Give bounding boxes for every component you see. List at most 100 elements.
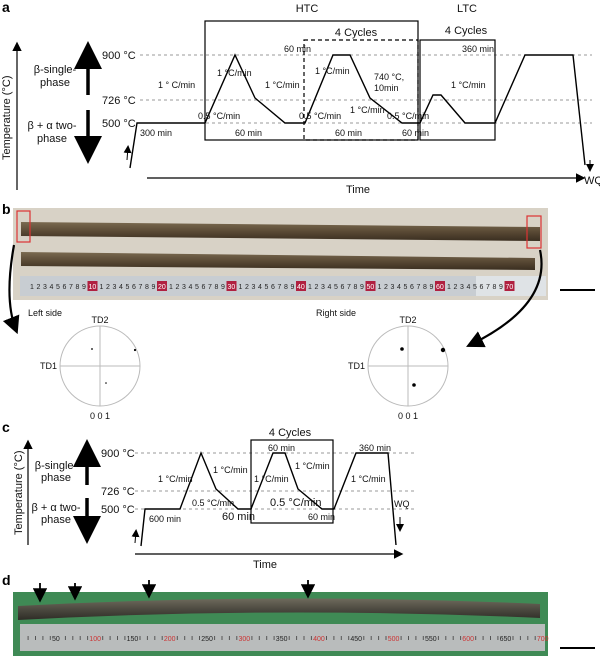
tape-digit: 8 [76,284,80,291]
pole-figure-left: TD2 TD1 0 0 1 [40,315,141,421]
pole-point [400,347,404,351]
panel-label-a: a [2,0,10,15]
td2-label: TD2 [399,315,416,325]
label-rate: 1 °C/min [351,474,386,484]
tape-major-number: 40 [297,284,305,291]
ltc-box [419,39,496,141]
tape-digit: 3 [391,284,395,291]
temp-900: 900 °C [101,448,135,460]
heating-arrow [123,145,132,161]
label-360min: 360 min [462,44,494,54]
tape-digit: 6 [341,284,345,291]
steel-ruler [20,624,545,651]
label-60min: 60 min [268,443,295,453]
pole-point [412,383,416,387]
tape-digit: 2 [454,284,458,291]
tape-digit: 3 [113,284,117,291]
label-rate: 1 °C/min [254,474,289,484]
tape-digit: 3 [252,284,256,291]
tape-digit: 5 [56,284,60,291]
panel-a: a Temperature (°C) β-single- phase β + α… [1,0,600,196]
label-rate: 0.5 °C/min [387,111,429,121]
tape-digit: 5 [404,284,408,291]
pole-point [440,347,446,353]
tape-digit: 2 [106,284,110,291]
beta-single-label-2: phase [41,472,71,484]
tape-digit: 4 [397,284,401,291]
temp-726: 726 °C [102,95,136,107]
label-rate: 0.5 °C/min [198,111,240,121]
tape-major-number: 10 [89,284,97,291]
tape-digit: 2 [37,284,41,291]
wq-label: WQ [394,499,410,509]
right-side-label: Right side [316,308,356,318]
ruler-number: 200 [164,636,176,643]
td1-label: TD1 [40,361,57,371]
tape-digit: 3 [460,284,464,291]
heat-profile-a [129,53,586,169]
heating-arrow [131,529,140,544]
tape-digit: 5 [473,284,477,291]
tape-digit: 7 [417,284,421,291]
tape-digit: 1 [378,284,382,291]
label-rate: 1 °C/min [213,465,248,475]
label-600min: 600 min [149,514,181,524]
label-rate: 1 ° C/min [158,80,195,90]
wq-label: WQ [584,175,600,187]
profile-labels-c: 600 min 1 °C/min 1 °C/min 0.5 °C/min 60 … [149,443,391,524]
label-300min: 300 min [140,128,172,138]
tape-digit: 5 [265,284,269,291]
tape-digit: 7 [347,284,351,291]
tape-digit: 5 [195,284,199,291]
label-60min: 60 min [222,511,255,523]
tape-digit: 1 [308,284,312,291]
label-60min: 60 min [235,128,262,138]
tape-digit: 7 [69,284,73,291]
time-label: Time [346,184,370,196]
label-rate: 0.5 °C/min [192,498,234,508]
tape-digit: 1 [30,284,34,291]
htc-cycle-box [303,39,419,141]
tape-digit: 4 [258,284,262,291]
td2-label: TD2 [91,315,108,325]
ruler-number: 500 [388,636,400,643]
tape-digit: 6 [271,284,275,291]
tape-digit: 6 [63,284,67,291]
beta-alpha-label-2: phase [41,514,71,526]
tape-digit: 9 [360,284,364,291]
tape-major-number: 60 [436,284,444,291]
tape-digit: 8 [215,284,219,291]
pole-point [105,382,107,384]
pole-label: 0 0 1 [90,411,110,421]
label-60min: 60 min [402,128,429,138]
htc-cycles-label: 4 Cycles [335,27,378,39]
label-rate: 1 °C/min [295,461,330,471]
ruler-number: 150 [127,636,139,643]
tape-digit: 5 [334,284,338,291]
right-end-marker [526,215,542,249]
cycle-box [250,439,334,524]
label-rate: 1 °C/min [158,474,193,484]
beta-single-label-1: β-single- [34,64,77,76]
tape-major-number: 70 [506,284,514,291]
ltc-label: LTC [457,3,477,15]
tape-digit: 7 [486,284,490,291]
label-60min: 60 min [335,128,362,138]
panel-label-c: c [2,419,10,435]
time-label: Time [253,559,277,571]
tape-digit: 4 [328,284,332,291]
tape-digit: 2 [384,284,388,291]
tape-digit: 4 [189,284,193,291]
tape-digit: 3 [321,284,325,291]
ruler-number: 650 [500,636,512,643]
label-rate: 0.5 °C/min [299,111,341,121]
tape-digit: 4 [119,284,123,291]
left-curved-arrow [2,244,20,335]
pole-point [133,348,137,352]
right-curved-arrow [466,249,543,348]
tape-digit: 1 [447,284,451,291]
